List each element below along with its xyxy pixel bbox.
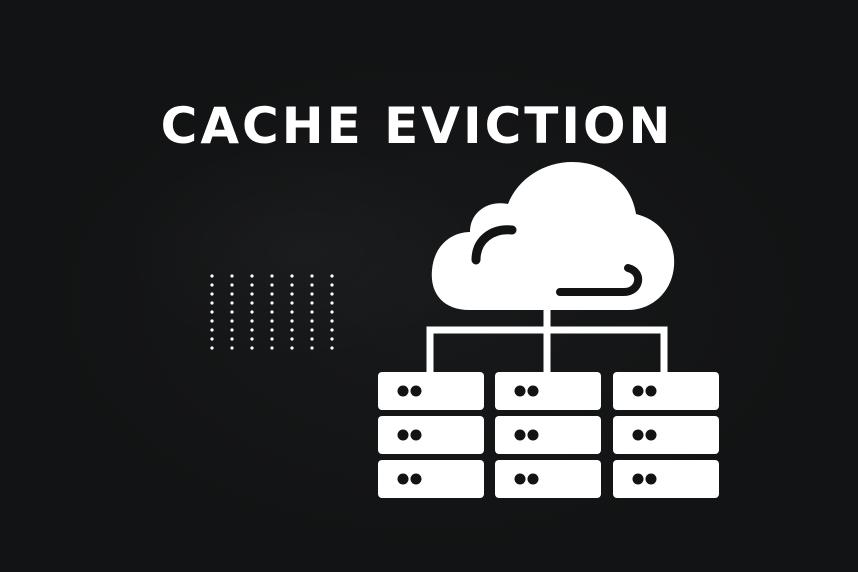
dot-pattern-icon — [210, 274, 334, 350]
pattern-dot — [270, 292, 274, 296]
pattern-dot — [310, 283, 314, 287]
pattern-dot — [230, 283, 234, 287]
server-indicator-dot — [397, 385, 409, 397]
pattern-dot — [230, 310, 234, 314]
server-indicator-dot — [397, 473, 409, 485]
server-rack-icon — [378, 372, 719, 498]
server-indicator-dot — [645, 473, 657, 485]
server-indicator-dot — [514, 385, 526, 397]
pattern-dot — [250, 328, 254, 332]
server-indicator-dot — [410, 429, 422, 441]
server-indicator-dot — [645, 385, 657, 397]
server-indicator-dot — [645, 429, 657, 441]
pattern-dot — [270, 283, 274, 287]
pattern-dot — [310, 301, 314, 305]
connector-lines — [426, 308, 668, 372]
pattern-dot — [250, 337, 254, 341]
pattern-dot — [270, 274, 274, 278]
pattern-dot — [230, 319, 234, 323]
pattern-dot — [330, 319, 334, 323]
pattern-dot — [330, 301, 334, 305]
pattern-dot — [330, 283, 334, 287]
pattern-dot — [290, 292, 294, 296]
server-unit — [613, 460, 719, 498]
pattern-dot — [310, 346, 314, 350]
pattern-dot — [210, 337, 214, 341]
server-indicator-dot — [514, 429, 526, 441]
pattern-dot — [290, 274, 294, 278]
pattern-dot — [290, 310, 294, 314]
pattern-dot — [270, 346, 274, 350]
pattern-dot — [330, 346, 334, 350]
pattern-dot — [230, 346, 234, 350]
pattern-dot — [270, 337, 274, 341]
pattern-dot — [230, 292, 234, 296]
pattern-dot — [210, 346, 214, 350]
server-unit — [378, 372, 484, 410]
server-unit — [495, 460, 601, 498]
server-unit — [495, 416, 601, 454]
cloud-icon — [431, 162, 675, 310]
pattern-dot — [210, 301, 214, 305]
pattern-dot — [290, 337, 294, 341]
pattern-dot — [250, 292, 254, 296]
pattern-dot — [270, 328, 274, 332]
pattern-dot — [270, 310, 274, 314]
pattern-dot — [250, 283, 254, 287]
pattern-dot — [290, 319, 294, 323]
pattern-dot — [330, 337, 334, 341]
server-unit — [378, 416, 484, 454]
pattern-dot — [310, 274, 314, 278]
pattern-dot — [250, 346, 254, 350]
server-indicator-dot — [527, 429, 539, 441]
server-indicator-dot — [632, 473, 644, 485]
pattern-dot — [270, 301, 274, 305]
pattern-dot — [230, 337, 234, 341]
pattern-dot — [290, 301, 294, 305]
server-indicator-dot — [527, 473, 539, 485]
server-indicator-dot — [410, 385, 422, 397]
server-unit — [613, 372, 719, 410]
pattern-dot — [310, 319, 314, 323]
server-indicator-dot — [632, 385, 644, 397]
pattern-dot — [230, 328, 234, 332]
pattern-dot — [250, 310, 254, 314]
pattern-dot — [290, 328, 294, 332]
server-unit — [495, 372, 601, 410]
pattern-dot — [330, 328, 334, 332]
pattern-dot — [210, 274, 214, 278]
pattern-dot — [330, 292, 334, 296]
pattern-dot — [290, 283, 294, 287]
pattern-dot — [310, 310, 314, 314]
pattern-dot — [210, 319, 214, 323]
server-indicator-dot — [514, 473, 526, 485]
pattern-dot — [330, 310, 334, 314]
server-unit — [378, 460, 484, 498]
pattern-dot — [210, 328, 214, 332]
server-unit — [613, 416, 719, 454]
pattern-dot — [330, 274, 334, 278]
pattern-dot — [230, 274, 234, 278]
pattern-dot — [250, 274, 254, 278]
pattern-dot — [250, 301, 254, 305]
pattern-dot — [250, 319, 254, 323]
server-indicator-dot — [397, 429, 409, 441]
pattern-dot — [310, 337, 314, 341]
pattern-dot — [210, 283, 214, 287]
pattern-dot — [310, 328, 314, 332]
pattern-dot — [210, 292, 214, 296]
server-indicator-dot — [410, 473, 422, 485]
pattern-dot — [210, 310, 214, 314]
pattern-dot — [290, 346, 294, 350]
pattern-dot — [230, 301, 234, 305]
page-title: CACHE EVICTION — [160, 97, 674, 155]
pattern-dot — [270, 319, 274, 323]
server-indicator-dot — [632, 429, 644, 441]
pattern-dot — [310, 292, 314, 296]
server-indicator-dot — [527, 385, 539, 397]
